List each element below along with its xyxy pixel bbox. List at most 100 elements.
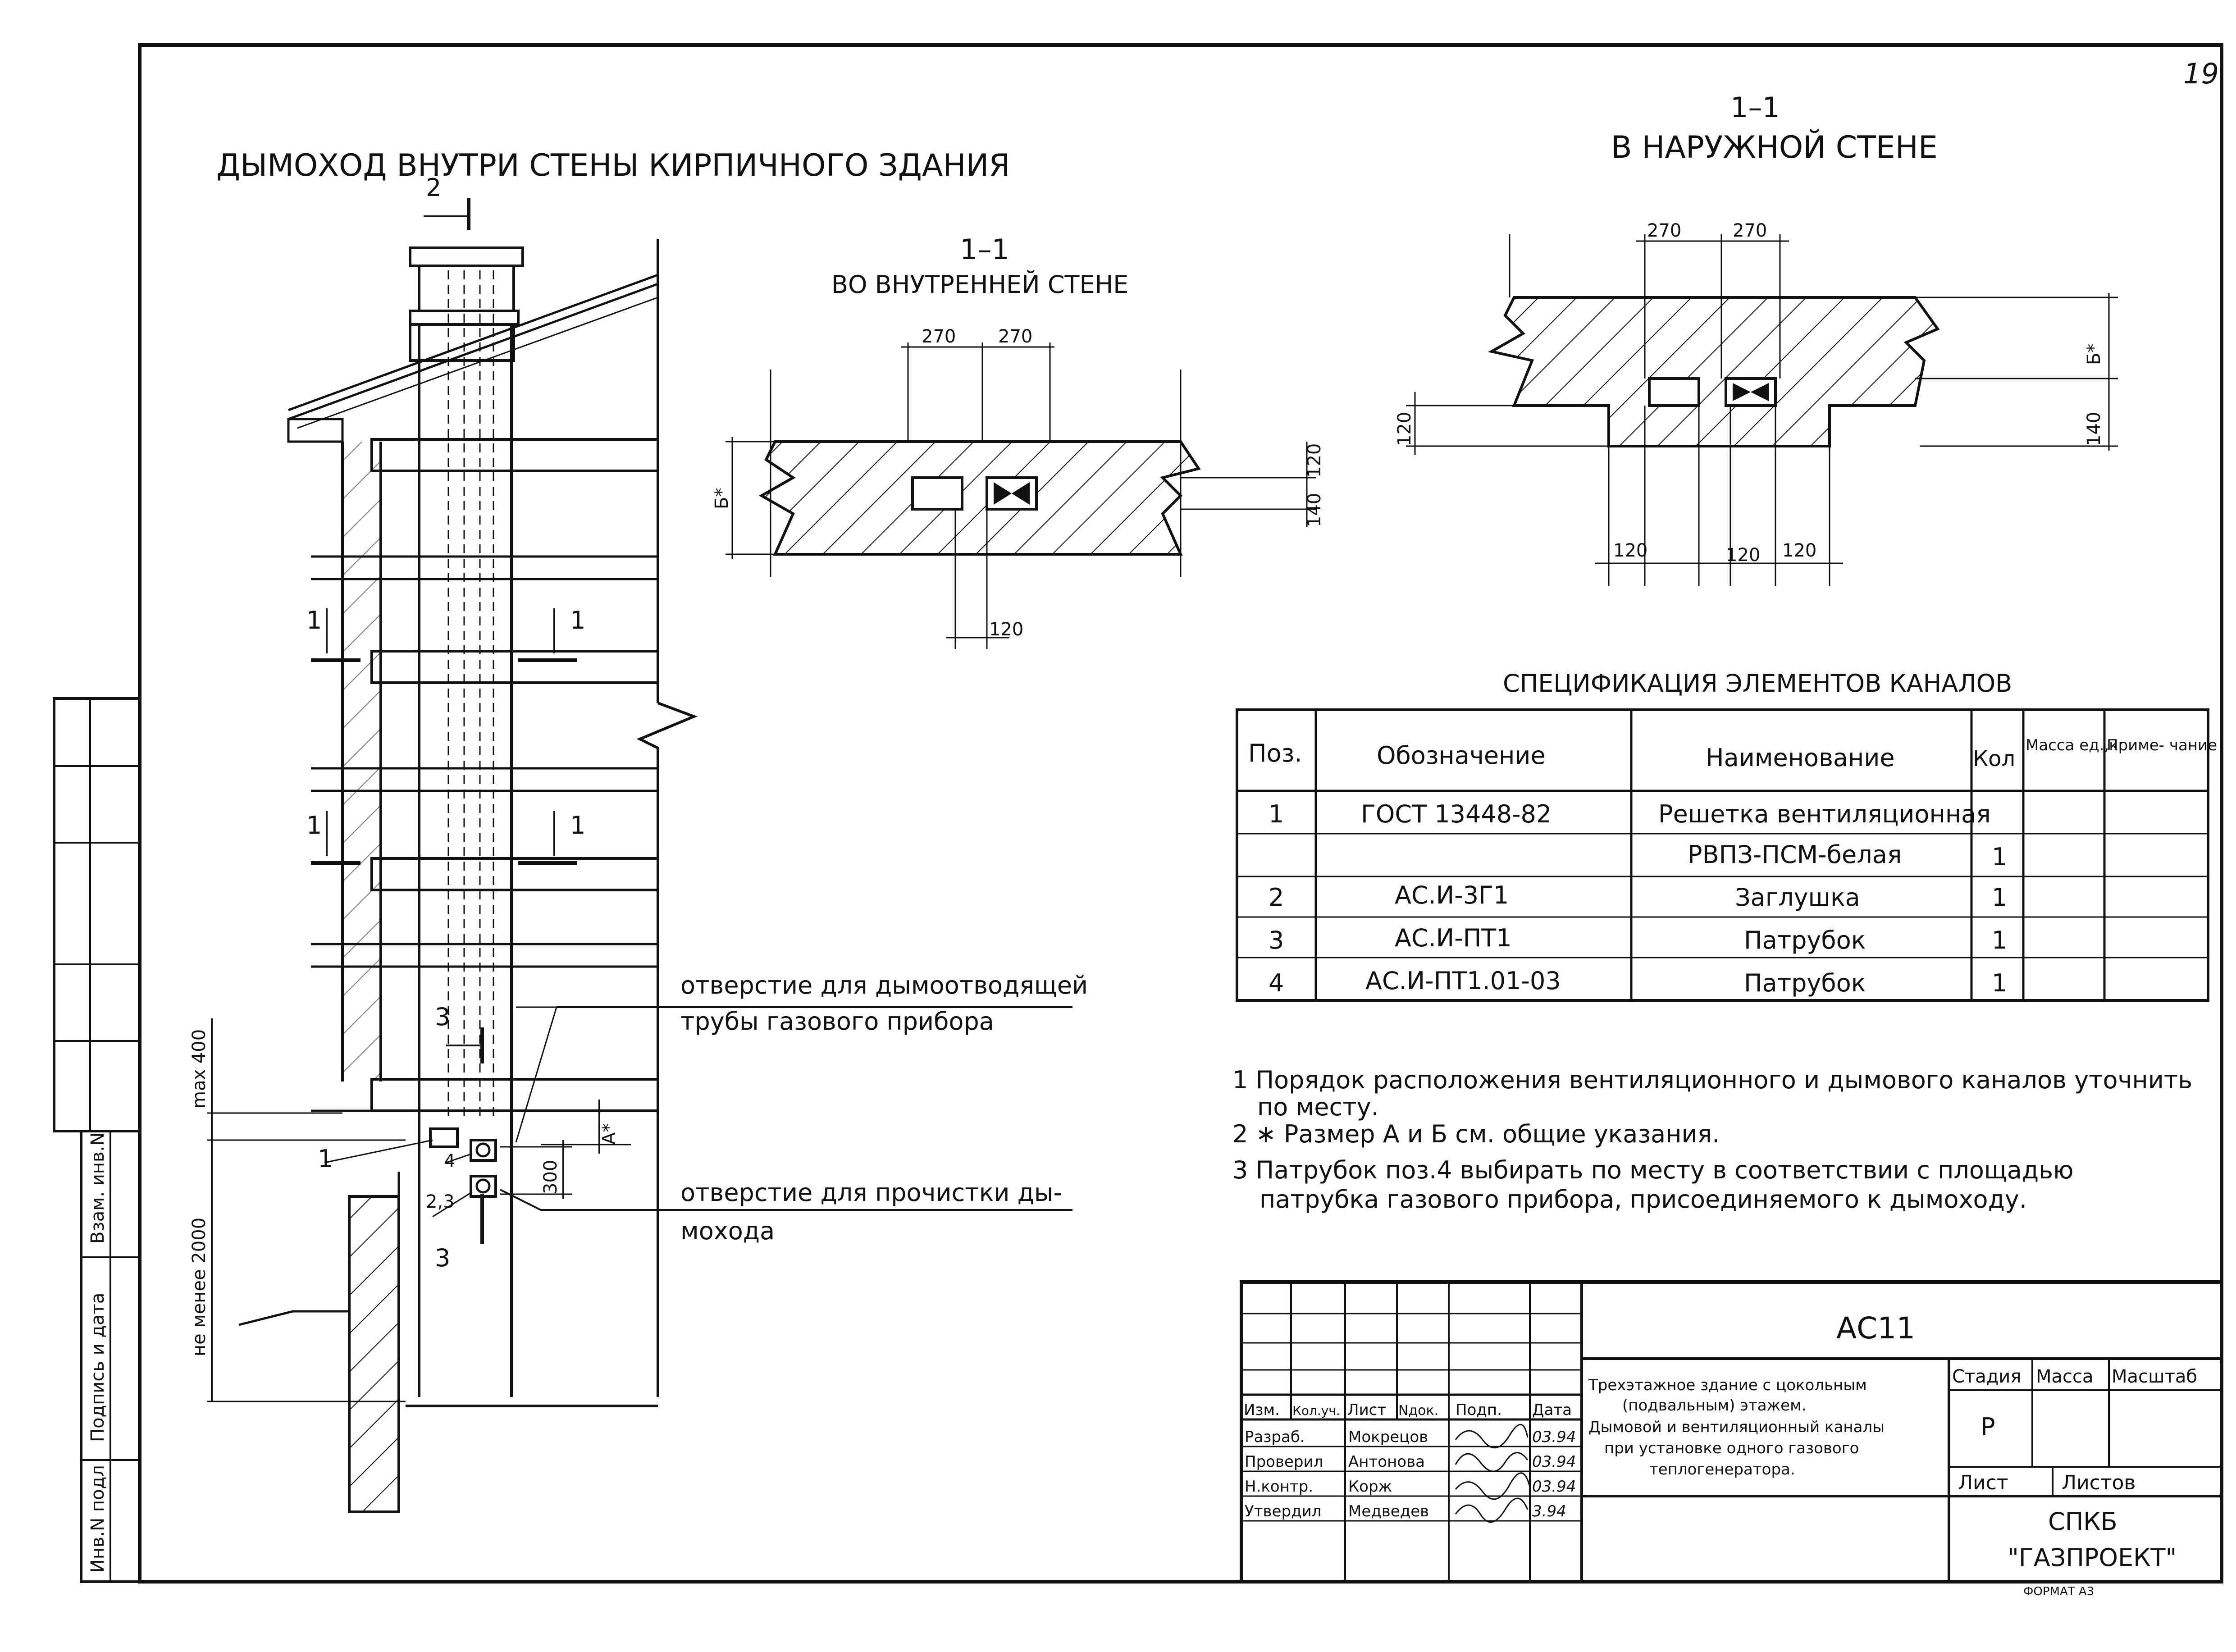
signature-2	[1455, 1452, 1529, 1472]
section-outer-label: 1–1	[1730, 91, 1780, 124]
callout-flue-line2: трубы газового прибора	[680, 1007, 994, 1036]
spec-header-qty: Кол	[1973, 746, 2015, 771]
spec-row5-qty: 1	[1992, 969, 2007, 997]
tb-org-2: "ГАЗПРОЕКТ"	[2008, 1543, 2177, 1572]
inner-dim-120-side: 120	[1304, 443, 1325, 478]
tb-desc-5: теплогенератора.	[1649, 1460, 1795, 1479]
note-1-line1: 1 Порядок расположения вентиляционного и…	[1232, 1066, 2192, 1094]
tb-date-1: 03.94	[1532, 1428, 1576, 1446]
inner-dim-120-bottom: 120	[989, 619, 1023, 640]
tb-code: АС11	[1836, 1311, 1915, 1346]
page-number: 19	[2183, 57, 2219, 90]
tb-date-4: 3.94	[1532, 1502, 1566, 1520]
callout-clean-line1: отверстие для прочистки ды-	[680, 1178, 1062, 1207]
callout-flue-line1: отверстие для дымоотводящей	[680, 971, 1088, 999]
section-mark-1c: 1	[306, 811, 322, 840]
section-inner-wall: 1–1 ВО ВНУТРЕННЕЙ СТЕНЕ 270 270 120 140 …	[712, 233, 1325, 649]
position-4: 4	[444, 1151, 455, 1172]
title-block: Изм. Кол.уч. Лист Nдок. Подп. Дата Разра…	[1240, 1280, 2223, 1584]
signature-3	[1455, 1472, 1531, 1500]
tb-date-2: 03.94	[1532, 1453, 1576, 1471]
spec-row4-name: Патрубок	[1744, 926, 1866, 954]
section-outer-subtitle: В НАРУЖНОЙ СТЕНЕ	[1611, 129, 1938, 165]
notes: 1 Порядок расположения вентиляционного и…	[1232, 1066, 2192, 1214]
tb-desc-1: Трехэтажное здание с цокольным	[1588, 1376, 1867, 1394]
section-outer-wall: 1–1 В НАРУЖНОЙ СТЕНЕ 270 270 120 120 120…	[1394, 91, 2118, 586]
outer-dim-b: Б*	[2084, 344, 2104, 365]
spec-row5-designation: АС.И-ПТ1.01-03	[1365, 967, 1561, 995]
callout-clean-line2: мохода	[680, 1217, 775, 1245]
spec-header-name: Наименование	[1706, 744, 1895, 772]
spec-header-pos: Поз.	[1248, 739, 1302, 767]
dim-a: А*	[599, 1123, 620, 1145]
tb-name-2: Антонова	[1348, 1453, 1425, 1471]
inner-dim-140: 140	[1304, 493, 1325, 527]
inner-dim-b: Б*	[712, 488, 732, 509]
tb-role-2: Проверил	[1245, 1453, 1323, 1471]
spec-title: СПЕЦИФИКАЦИЯ ЭЛЕМЕНТОВ КАНАЛОВ	[1503, 669, 2012, 698]
spec-row4-pos: 3	[1269, 926, 1284, 954]
inner-dim-270b: 270	[998, 326, 1032, 347]
tb-col-izm: Изм.	[1244, 1401, 1280, 1419]
spec-row2-name: РВПЗ-ПСМ-белая	[1688, 840, 1902, 869]
chimney-elevation	[207, 198, 1072, 1513]
elevation-labels: 2 1 1 1 1 3 3 1 4 2,3 А* 300 max 400 не …	[189, 173, 1088, 1356]
outer-dim-270a: 270	[1647, 220, 1681, 241]
section-mark-2: 2	[426, 173, 441, 202]
spec-header-designation: Обозначение	[1377, 741, 1546, 770]
section-mark-3b: 3	[435, 1244, 450, 1272]
spec-row4-designation: АС.И-ПТ1	[1395, 924, 1512, 952]
tb-desc-2: (подвальным) этажем.	[1622, 1396, 1807, 1415]
outer-dim-120b: 120	[1726, 545, 1760, 566]
outer-dim-120a: 120	[1613, 540, 1647, 561]
stamp-replace-inv: Взам. инв.N	[87, 1132, 108, 1244]
spec-row1-pos: 1	[1269, 800, 1284, 828]
spec-header-mass: Масса ед.,кг	[2026, 736, 2126, 754]
tb-stage-value: Р	[1980, 1413, 1995, 1441]
section-mark-1d: 1	[570, 811, 585, 840]
signature-1	[1455, 1424, 1529, 1449]
tb-sheet-header: Лист	[1958, 1471, 2008, 1494]
spec-row4-qty: 1	[1992, 926, 2007, 954]
side-stamp: Взам. инв.N Подпись и дата Инв.N подл	[53, 697, 141, 1583]
spec-row3-name: Заглушка	[1735, 883, 1860, 912]
inner-dim-270a: 270	[922, 326, 956, 347]
tb-col-ndok: Nдок.	[1398, 1403, 1438, 1419]
spec-row3-pos: 2	[1269, 883, 1284, 912]
outer-dim-270b: 270	[1733, 220, 1767, 241]
spec-table: СПЕЦИФИКАЦИЯ ЭЛЕМЕНТОВ КАНАЛОВ Поз. Обоз…	[1236, 669, 2217, 1002]
spec-row3-qty: 1	[1992, 883, 2007, 912]
outer-dim-120c: 120	[1782, 540, 1816, 561]
spec-row1-name: Решетка вентиляционная	[1658, 800, 1991, 828]
tb-name-4: Медведев	[1348, 1502, 1429, 1520]
tb-name-1: Мокрецов	[1348, 1428, 1428, 1446]
tb-col-koluch: Кол.уч.	[1292, 1403, 1340, 1418]
outer-dim-140: 140	[2084, 412, 2104, 446]
note-1-line2: по месту.	[1257, 1093, 1379, 1121]
tb-desc-4: при установке одного газового	[1604, 1439, 1859, 1457]
stamp-signature-date: Подпись и дата	[87, 1293, 108, 1442]
section-mark-1b: 1	[570, 606, 585, 634]
outer-dim-120-side: 120	[1394, 412, 1415, 446]
tb-col-podp: Подп.	[1456, 1401, 1502, 1419]
spec-header-note: Приме- чание	[2107, 736, 2217, 754]
dim-min-2000: не менее 2000	[189, 1218, 210, 1356]
dim-300: 300	[540, 1160, 561, 1194]
stamp-inv-original: Инв.N подл	[87, 1465, 108, 1573]
tb-scale-header: Масштаб	[2112, 1366, 2197, 1387]
tb-role-3: Н.контр.	[1245, 1478, 1313, 1496]
position-2-3: 2,3	[426, 1191, 455, 1212]
spec-row2-qty: 1	[1992, 843, 2007, 871]
spec-row3-designation: АС.И-3Г1	[1395, 881, 1509, 909]
note-3-line2: патрубка газового прибора, присоединяемо…	[1259, 1185, 2027, 1214]
note-3-line1: 3 Патрубок поз.4 выбирать по месту в соо…	[1232, 1156, 2074, 1184]
tb-name-3: Корж	[1348, 1478, 1392, 1496]
tb-stage-header: Стадия	[1952, 1366, 2021, 1387]
tb-date-3: 03.94	[1532, 1478, 1576, 1496]
section-inner-subtitle: ВО ВНУТРЕННЕЙ СТЕНЕ	[831, 270, 1128, 299]
note-2: 2 ∗ Размер А и Б см. общие указания.	[1232, 1120, 1720, 1148]
position-1: 1	[318, 1145, 333, 1173]
tb-org-1: СПКБ	[2048, 1507, 2117, 1536]
tb-role-1: Разраб.	[1245, 1428, 1305, 1446]
